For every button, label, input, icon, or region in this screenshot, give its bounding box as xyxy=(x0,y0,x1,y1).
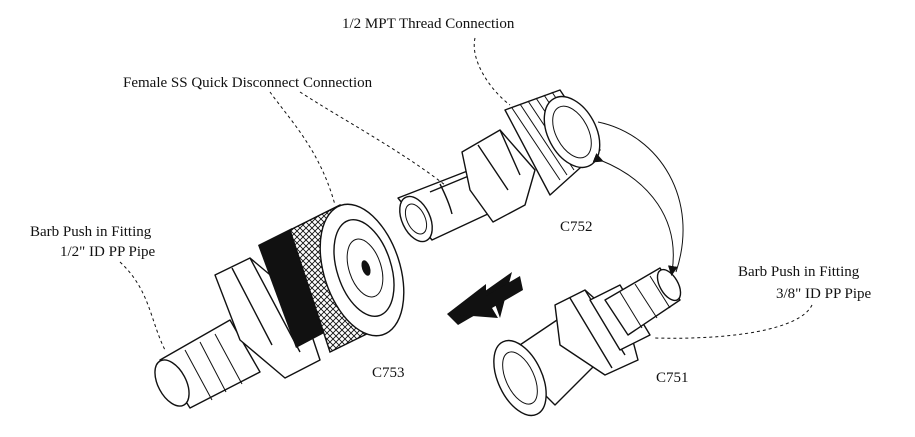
label-barb-half-line1: Barb Push in Fitting xyxy=(30,224,152,240)
c753-fitting xyxy=(154,203,405,409)
leader-barb-half xyxy=(119,261,166,351)
part-label-c752: C752 xyxy=(560,219,593,235)
label-mpt-thread: 1/2 MPT Thread Connection xyxy=(342,16,515,32)
swap-curved-arrow xyxy=(592,153,678,276)
part-label-c753: C753 xyxy=(372,365,405,381)
leader-barb-3-8 xyxy=(654,304,813,339)
c752-fitting xyxy=(397,89,601,243)
leader-mpt xyxy=(473,37,511,106)
label-barb-half-line2: 1/2" ID PP Pipe xyxy=(60,244,156,260)
label-female-ss: Female SS Quick Disconnect Connection xyxy=(123,75,373,91)
label-barb-3-8-line2: 3/8" ID PP Pipe xyxy=(776,286,872,302)
c751-fitting xyxy=(493,267,682,417)
part-label-c751: C751 xyxy=(656,370,689,386)
label-barb-3-8-line1: Barb Push in Fitting xyxy=(738,264,860,280)
leader-female-ss xyxy=(269,91,336,206)
